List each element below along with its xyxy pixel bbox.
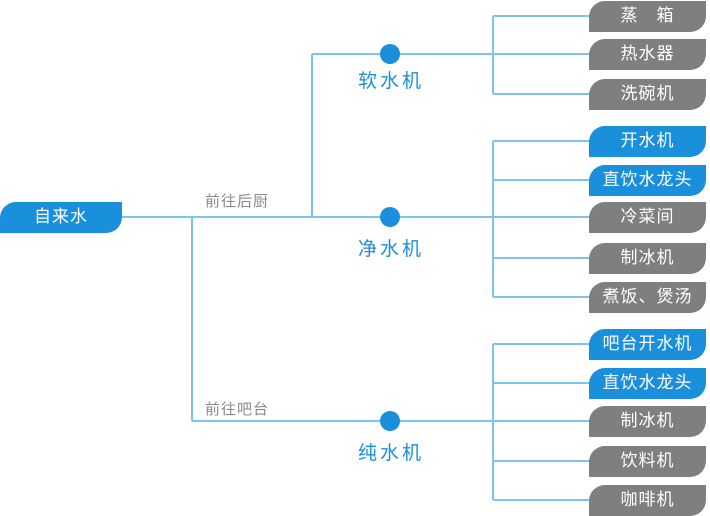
purifier-item-tag: 制冰机: [589, 243, 706, 274]
pure-item-tag: 咖啡机: [589, 485, 706, 516]
source-tag: 自来水: [0, 202, 122, 233]
pure-item-tag: 制冰机: [589, 406, 706, 437]
node-pure-water-dot: [380, 411, 400, 431]
purifier-item-tag: 冷菜间: [589, 202, 706, 233]
pure-item-tag: 直饮水龙头: [589, 368, 706, 399]
purifier-item-tag: 开水机: [589, 126, 706, 157]
soft-item-tag: 热水器: [589, 39, 706, 70]
node-pure-water-label: 纯水机: [358, 442, 425, 464]
route-label-bar: 前往吧台: [205, 400, 270, 418]
node-soft-water-dot: [380, 44, 400, 64]
node-soft-water-label: 软水机: [358, 70, 425, 92]
node-purifier-dot: [380, 207, 400, 227]
pure-item-tag: 吧台开水机: [589, 329, 706, 360]
purifier-item-tag: 煮饭、煲汤: [589, 282, 706, 313]
pure-item-tag: 饮料机: [589, 446, 706, 477]
route-label-kitchen: 前往后厨: [205, 192, 270, 210]
soft-item-tag: 洗碗机: [589, 79, 706, 110]
purifier-item-tag: 直饮水龙头: [589, 165, 706, 196]
node-purifier-label: 净水机: [358, 238, 425, 260]
soft-item-tag: 蒸 箱: [589, 1, 706, 32]
